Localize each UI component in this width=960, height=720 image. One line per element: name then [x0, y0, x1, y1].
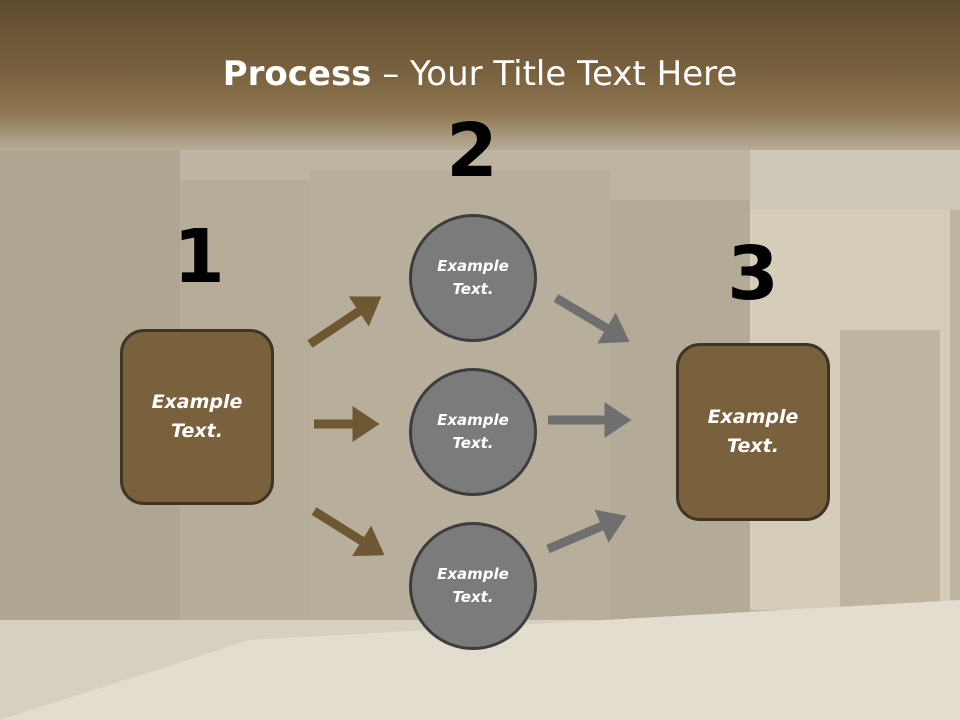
- step-3-box-text: Example Text.: [708, 403, 799, 461]
- step-number-3: 3: [727, 231, 779, 317]
- arrow-top-to-3: [553, 294, 630, 344]
- step-number-2: 2: [446, 108, 498, 194]
- arrow-1-to-top: [307, 296, 382, 348]
- step-3-box-line1: Example: [707, 406, 799, 428]
- circle-top-text: Example Text.: [437, 255, 509, 301]
- step-2-circle-bottom[interactable]: Example Text.: [409, 522, 537, 650]
- step-2-circle-top[interactable]: Example Text.: [409, 214, 537, 342]
- circle-bottom-line1: Example: [437, 565, 509, 583]
- step-1-box-text: Example Text.: [152, 388, 243, 446]
- circle-middle-line1: Example: [437, 411, 509, 429]
- step-number-1: 1: [173, 214, 225, 300]
- circle-top-line1: Example: [437, 257, 509, 275]
- circle-bottom-line2: Text.: [452, 588, 494, 606]
- step-3-box-line2: Text.: [727, 435, 779, 457]
- step-3-box[interactable]: Example Text.: [676, 343, 830, 521]
- step-2-circle-middle[interactable]: Example Text.: [409, 368, 537, 496]
- arrow-bottom-to-3: [546, 509, 627, 554]
- step-1-box-line2: Text.: [171, 420, 223, 442]
- circle-top-line2: Text.: [452, 280, 494, 298]
- step-1-box[interactable]: Example Text.: [120, 329, 274, 505]
- circle-middle-text: Example Text.: [437, 409, 509, 455]
- step-1-box-line1: Example: [151, 391, 243, 413]
- circle-bottom-text: Example Text.: [437, 563, 509, 609]
- title-rest: – Your Title Text Here: [371, 54, 738, 94]
- title-bold: Process: [222, 54, 372, 94]
- title-bar: [0, 0, 960, 150]
- arrow-1-to-bottom: [311, 507, 385, 557]
- circle-middle-line2: Text.: [452, 434, 494, 452]
- slide-title: Process – Your Title Text Here: [0, 52, 960, 96]
